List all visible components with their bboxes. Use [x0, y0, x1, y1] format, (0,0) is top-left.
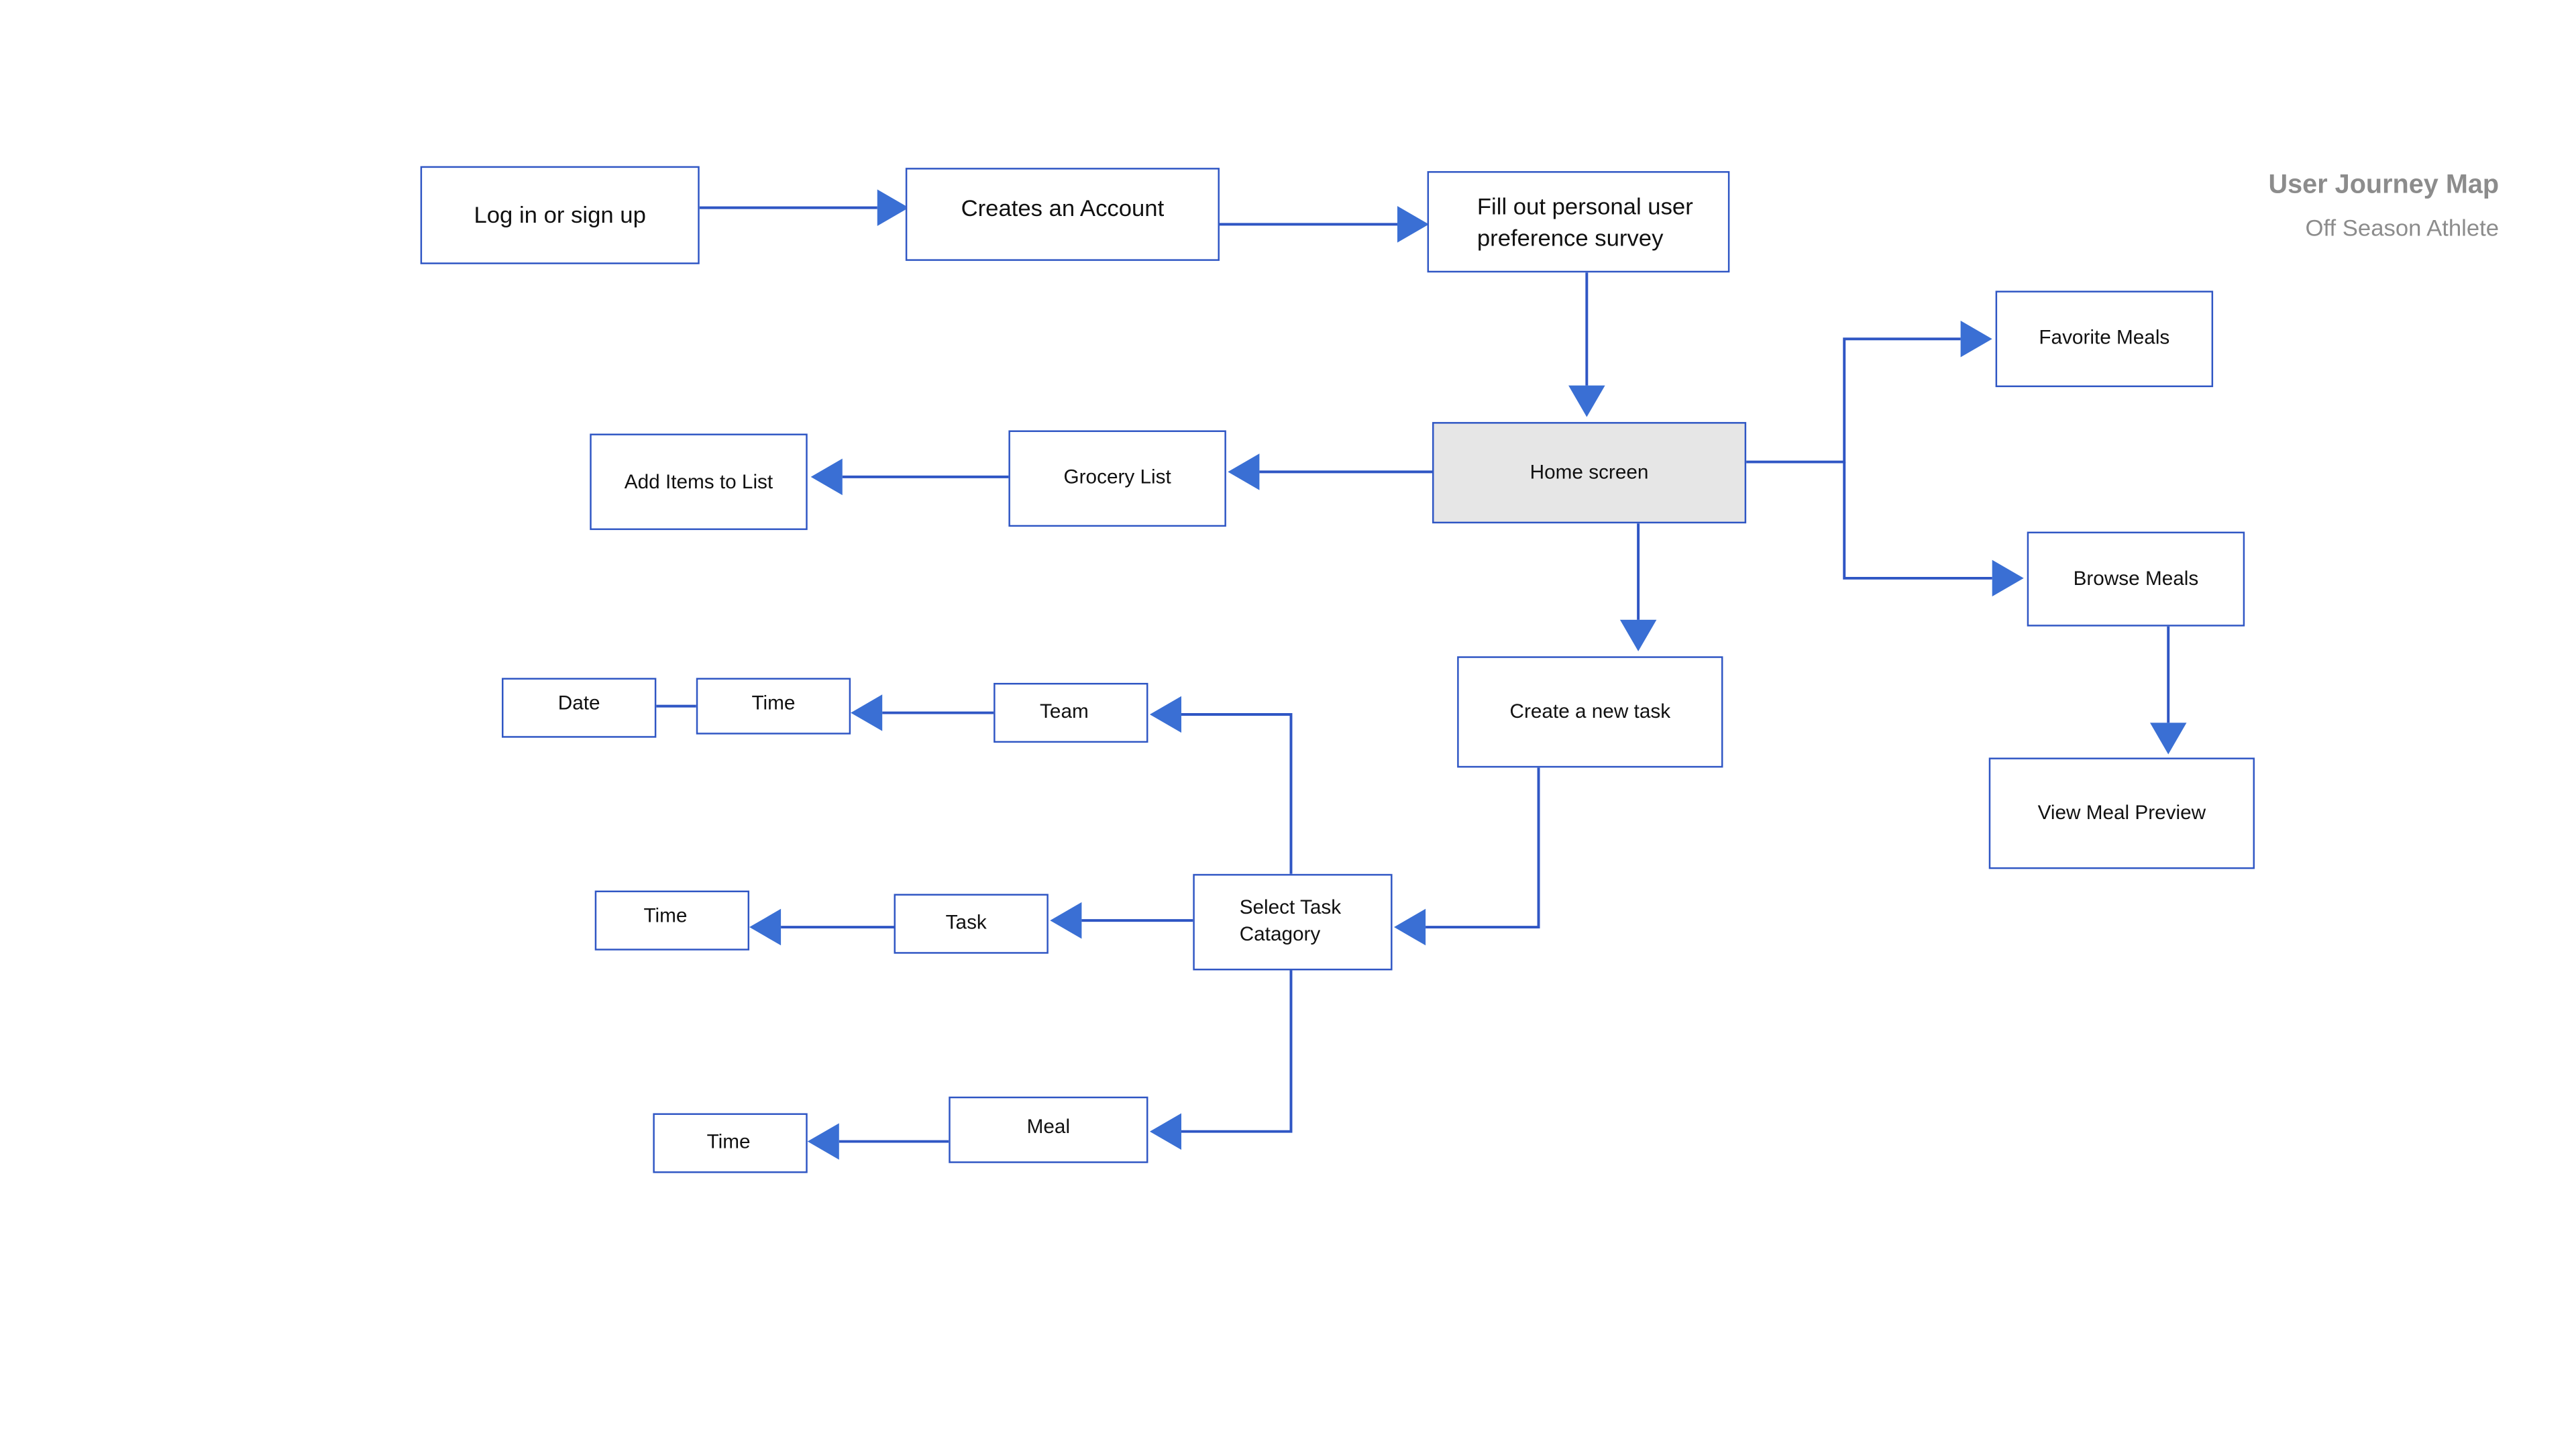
- arrowhead-view-meal-preview: [2149, 722, 2187, 755]
- diagram-title: User Journey Map: [2268, 171, 2500, 200]
- arrowhead-create-task: [1619, 619, 1657, 651]
- node-login[interactable]: Log in or sign up: [420, 166, 700, 264]
- node-view-meal-preview-label: View Meal Preview: [2037, 800, 2206, 824]
- edge-select-category-to-meal: [1181, 970, 1293, 1133]
- node-grocery-list[interactable]: Grocery List: [1008, 430, 1226, 527]
- node-home-screen-label: Home screen: [1529, 460, 1649, 484]
- arrowhead-task-time: [749, 908, 782, 946]
- arrowhead-home: [1568, 385, 1605, 417]
- node-task[interactable]: Task: [894, 894, 1049, 954]
- node-task-time[interactable]: Time: [594, 890, 750, 951]
- edge-create-task-to-select-category: [1426, 767, 1540, 929]
- arrowhead-meal-time: [807, 1123, 839, 1160]
- node-meal[interactable]: Meal: [949, 1096, 1148, 1163]
- arrowhead-grocery-list: [1228, 453, 1260, 490]
- node-meal-label: Meal: [1026, 1115, 1071, 1139]
- arrowhead-favorite-meals: [1960, 321, 1992, 358]
- arrowhead-browse-meals: [1992, 559, 2024, 597]
- arrowhead-meal: [1149, 1113, 1182, 1150]
- node-survey-label: Fill out personal user preference survey: [1477, 193, 1693, 250]
- node-create-account-label: Creates an Account: [961, 194, 1165, 221]
- arrowhead-add-items: [810, 458, 843, 496]
- node-select-category[interactable]: Select Task Catagory: [1193, 873, 1393, 971]
- node-home-screen[interactable]: Home screen: [1432, 422, 1747, 524]
- node-add-items[interactable]: Add Items to List: [590, 433, 808, 531]
- node-favorite-meals[interactable]: Favorite Meals: [1995, 290, 2214, 388]
- arrowhead-create-account: [877, 189, 909, 226]
- node-favorite-meals-label: Favorite Meals: [2039, 325, 2170, 350]
- node-select-category-label: Select Task Catagory: [1239, 896, 1342, 946]
- edge-home-to-favorite-meals: [1746, 337, 1961, 464]
- node-login-label: Log in or sign up: [474, 201, 646, 229]
- node-meal-time[interactable]: Time: [653, 1113, 808, 1173]
- edge-home-to-browse-meals: [1843, 462, 1992, 580]
- node-add-items-label: Add Items to List: [624, 470, 773, 494]
- node-grocery-list-label: Grocery List: [1063, 466, 1171, 489]
- node-survey[interactable]: Fill out personal user preference survey: [1427, 171, 1730, 273]
- node-create-account[interactable]: Creates an Account: [905, 168, 1220, 261]
- node-date[interactable]: Date: [501, 678, 657, 738]
- node-date-label: Date: [557, 691, 600, 715]
- diagram-subtitle: Off Season Athlete: [2305, 214, 2500, 241]
- arrowhead-select-category: [1394, 908, 1426, 946]
- arrowhead-team-time: [851, 694, 883, 731]
- node-create-task[interactable]: Create a new task: [1457, 656, 1723, 768]
- node-team[interactable]: Team: [994, 682, 1148, 743]
- node-view-meal-preview[interactable]: View Meal Preview: [1988, 757, 2255, 869]
- node-team-time[interactable]: Time: [696, 678, 851, 735]
- node-task-time-label: Time: [643, 904, 688, 928]
- arrowhead-task: [1050, 902, 1082, 939]
- node-create-task-label: Create a new task: [1509, 698, 1671, 722]
- node-team-label: Team: [1040, 700, 1089, 723]
- node-browse-meals[interactable]: Browse Meals: [2027, 531, 2245, 627]
- node-task-label: Task: [945, 910, 987, 934]
- node-browse-meals-label: Browse Meals: [2073, 566, 2199, 590]
- node-team-time-label: Time: [751, 691, 796, 715]
- node-meal-time-label: Time: [706, 1130, 751, 1154]
- edge-select-category-to-team: [1181, 713, 1293, 874]
- arrowhead-team: [1149, 696, 1182, 733]
- arrowhead-survey: [1397, 206, 1430, 243]
